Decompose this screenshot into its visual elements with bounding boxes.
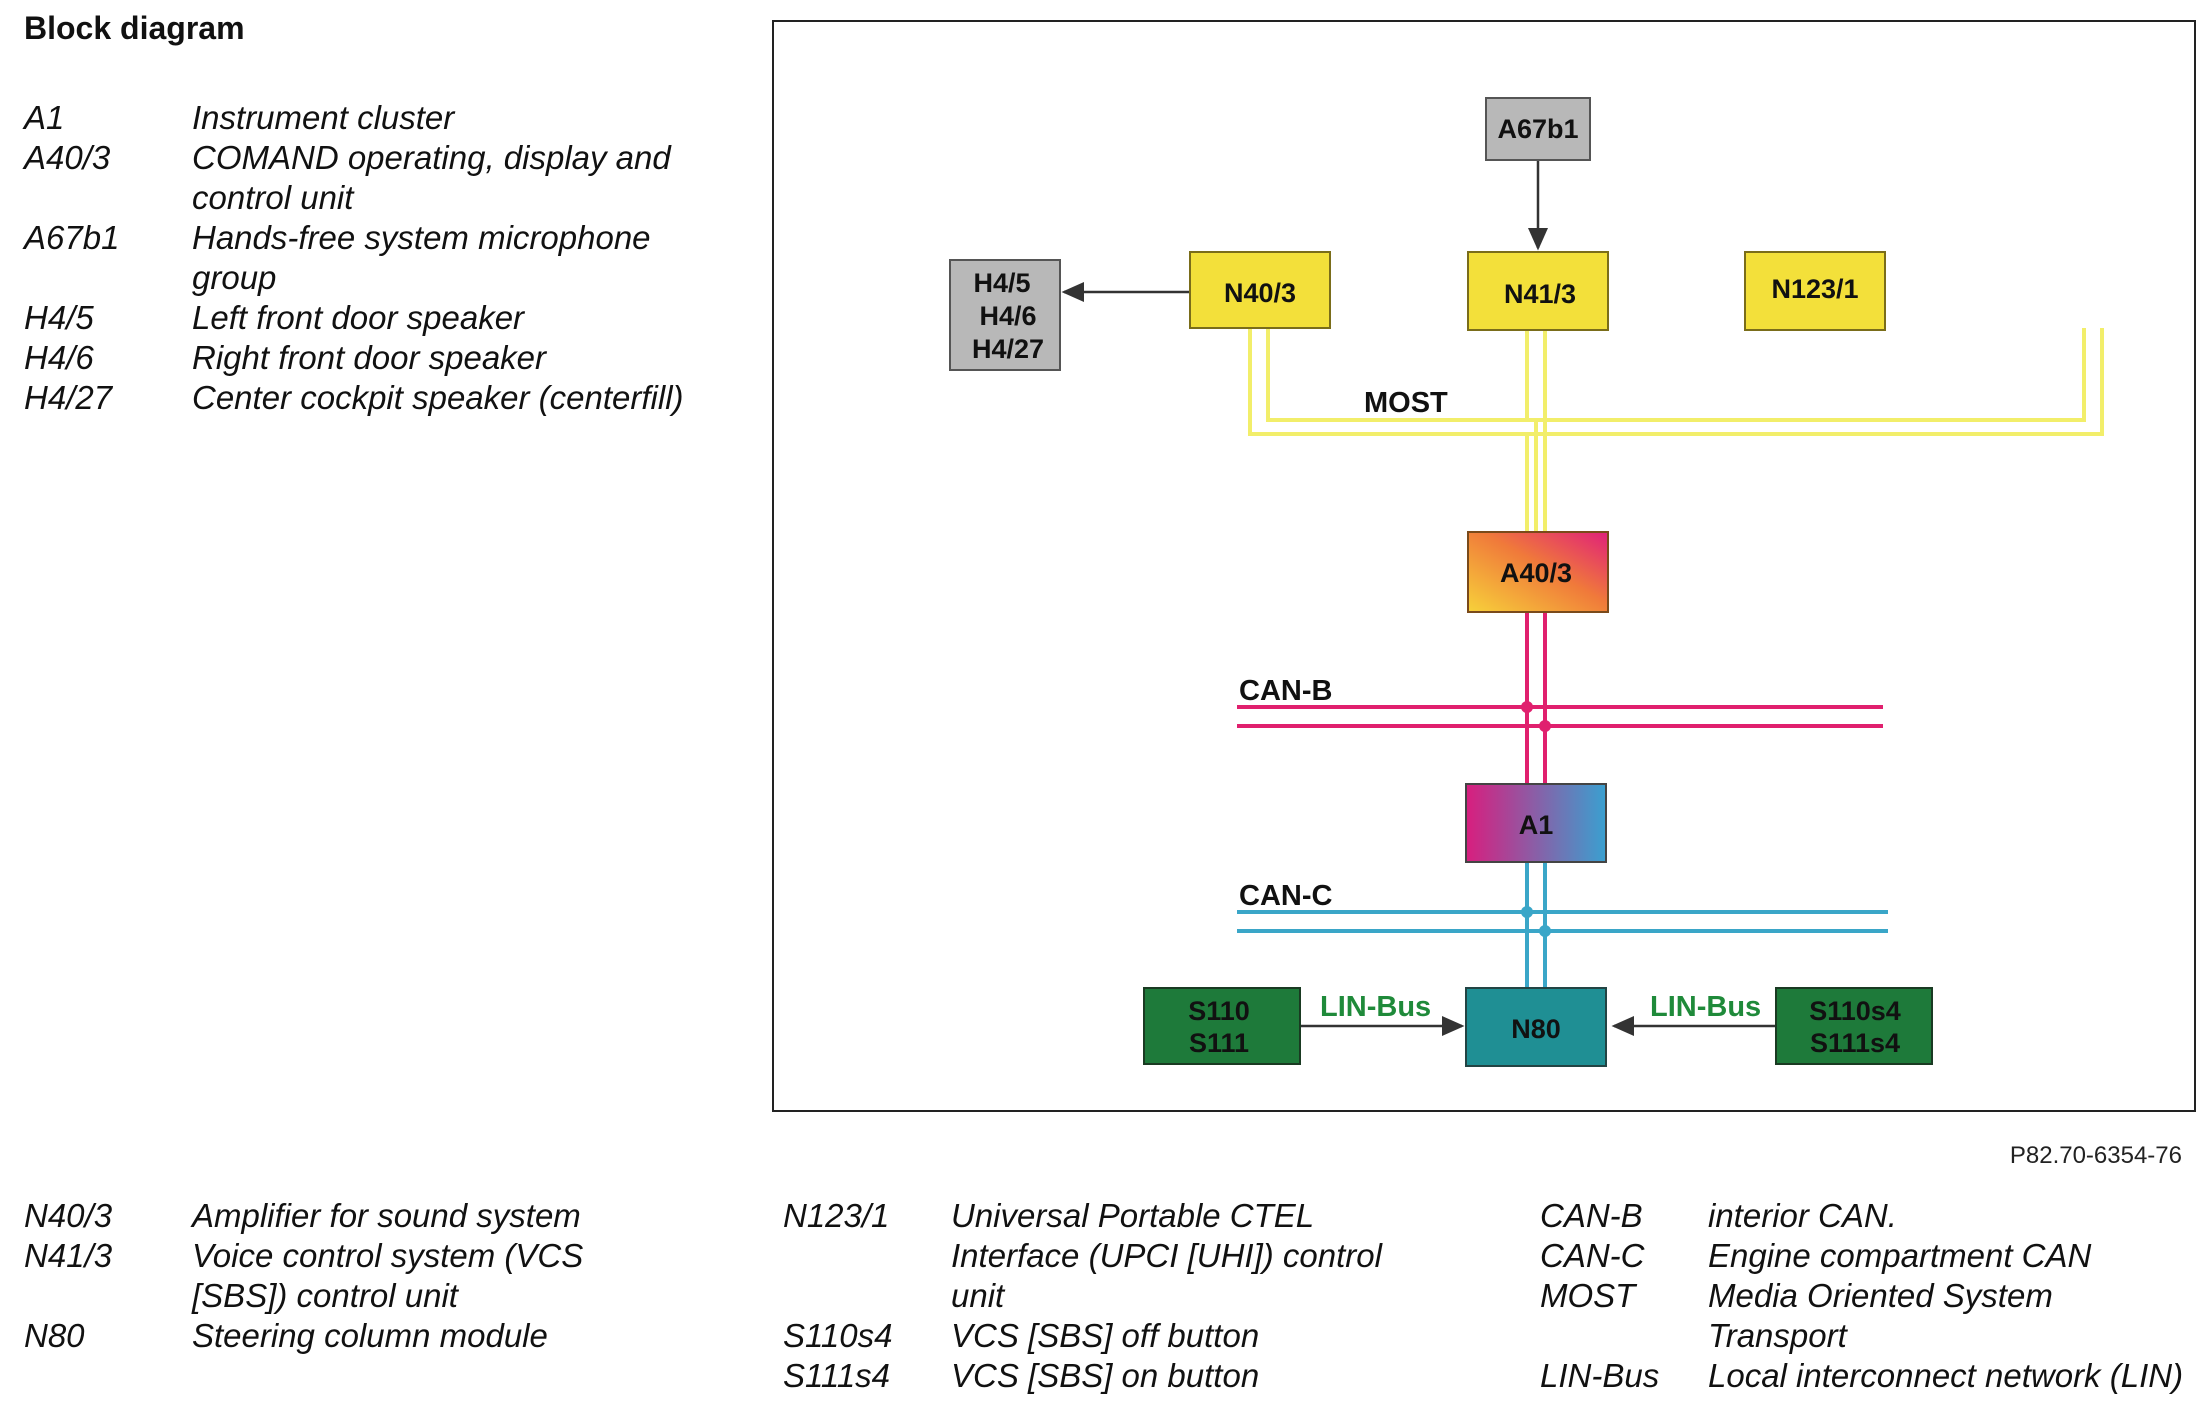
legend-description: COMAND operating, display and control un… bbox=[192, 139, 671, 216]
legend-description: Universal Portable CTEL Interface (UPCI … bbox=[951, 1197, 1382, 1314]
legend-description: Center cockpit speaker (centerfill) bbox=[192, 379, 684, 416]
legend-description: Instrument cluster bbox=[192, 99, 455, 136]
block-a40-3-label: A40/3 bbox=[1500, 558, 1572, 588]
legend-code: H4/27 bbox=[24, 379, 113, 416]
legend-entry: CAN-C Engine compartment CAN bbox=[1540, 1236, 2200, 1276]
legend-description: VCS [SBS] off button bbox=[951, 1317, 1260, 1354]
block-n80: N80 bbox=[1465, 987, 1607, 1067]
block-n123-1: N123/1 bbox=[1744, 251, 1886, 331]
legend-code: N80 bbox=[24, 1317, 85, 1354]
can-c-junction bbox=[1539, 925, 1551, 937]
legend-entry: A1 Instrument cluster bbox=[24, 98, 724, 138]
legend-description: Engine compartment CAN bbox=[1708, 1237, 2092, 1274]
legend-entry: N80 Steering column module bbox=[24, 1316, 624, 1356]
block-n40-3-label: N40/3 bbox=[1224, 278, 1296, 308]
block-s111s4-label: S111s4 bbox=[1810, 1028, 1900, 1058]
block-n80-label: N80 bbox=[1511, 1014, 1561, 1044]
block-a67b1-label: A67b1 bbox=[1497, 114, 1578, 144]
legend-code: N123/1 bbox=[783, 1197, 890, 1234]
legend-entry: H4/27 Center cockpit speaker (centerfill) bbox=[24, 378, 724, 418]
legend-entry: H4/5 Left front door speaker bbox=[24, 298, 724, 338]
legend-description: Amplifier for sound system bbox=[192, 1197, 581, 1234]
can-c-drop bbox=[1525, 862, 1547, 988]
legend-entry: CAN-B interior CAN. bbox=[1540, 1196, 2200, 1236]
legend-bottom-3: CAN-B interior CAN. CAN-C Engine compartmen… bbox=[1540, 1196, 2200, 1396]
block-speakers: H4/5 H4/6 H4/27 bbox=[949, 259, 1061, 371]
figure-id: P82.70-6354-76 bbox=[2009, 1142, 2182, 1169]
can-c-bus bbox=[1237, 910, 1888, 933]
legend-code: N40/3 bbox=[24, 1197, 113, 1234]
block-a67b1: A67b1 bbox=[1485, 97, 1591, 161]
legend-description: VCS [SBS] on button bbox=[951, 1357, 1260, 1394]
legend-entry: A40/3 COMAND operating, display and contr… bbox=[24, 138, 724, 218]
bus-label-can-b: CAN-B bbox=[1239, 675, 1332, 707]
diagram-frame bbox=[772, 20, 2196, 1112]
legend-code: H4/6 bbox=[24, 339, 94, 376]
legend-code: S111s4 bbox=[783, 1357, 891, 1394]
legend-entry: N123/1 Universal Portable CTEL Interface … bbox=[783, 1196, 1423, 1316]
legend-code: A67b1 bbox=[24, 219, 120, 256]
legend-description: Media Oriented System Transport bbox=[1708, 1277, 2053, 1354]
can-b-bus bbox=[1237, 705, 1883, 728]
legend-code: MOST bbox=[1540, 1277, 1636, 1314]
block-s110-s111: S110 S111 bbox=[1143, 987, 1301, 1065]
legend-entry: S111s4 VCS [SBS] on button bbox=[783, 1356, 1423, 1396]
legend-code: H4/5 bbox=[24, 299, 94, 336]
can-c-junction bbox=[1521, 906, 1533, 918]
legend-code: S110s4 bbox=[783, 1317, 893, 1354]
legend-description: Steering column module bbox=[192, 1317, 548, 1354]
legend-description: Right front door speaker bbox=[192, 339, 547, 376]
legend-description: Local interconnect network (LIN) bbox=[1708, 1357, 2184, 1394]
legend-description: interior CAN. bbox=[1708, 1197, 1897, 1234]
can-b-drop bbox=[1525, 612, 1547, 784]
legend-code: A40/3 bbox=[24, 139, 111, 176]
block-speakers-label-3: H4/27 bbox=[972, 334, 1044, 364]
page-title: Block diagram bbox=[24, 10, 245, 46]
bus-label-lin-right: LIN-Bus bbox=[1650, 991, 1761, 1023]
most-bus bbox=[1248, 328, 2104, 532]
bus-label-most: MOST bbox=[1364, 387, 1448, 419]
legend-code: A1 bbox=[24, 99, 65, 136]
legend-entry: N40/3 Amplifier for sound system bbox=[24, 1196, 624, 1236]
block-n41-3-label: N41/3 bbox=[1504, 279, 1576, 309]
legend-entry: H4/6 Right front door speaker bbox=[24, 338, 724, 378]
block-a40-3: A40/3 bbox=[1467, 531, 1609, 613]
can-b-junction bbox=[1521, 701, 1533, 713]
can-b-junction bbox=[1539, 720, 1551, 732]
bus-label-lin-left: LIN-Bus bbox=[1320, 991, 1431, 1023]
legend-description: Voice control system (VCS [SBS]) control… bbox=[192, 1237, 584, 1314]
block-s110-label: S110 bbox=[1188, 996, 1250, 1026]
block-n41-3: N41/3 bbox=[1467, 251, 1609, 331]
legend-entry: MOST Media Oriented System Transport bbox=[1540, 1276, 2200, 1356]
block-n123-1-label: N123/1 bbox=[1771, 274, 1858, 304]
block-n40-3: N40/3 bbox=[1189, 251, 1331, 329]
block-speakers-label-2: H4/6 bbox=[979, 301, 1036, 331]
block-s110s4-s111s4: S110s4 S111s4 bbox=[1775, 987, 1933, 1065]
bus-label-can-c: CAN-C bbox=[1239, 880, 1332, 912]
block-a1-label: A1 bbox=[1519, 810, 1554, 840]
block-s111-label: S111 bbox=[1189, 1028, 1249, 1058]
legend-entry: N41/3 Voice control system (VCS [SBS]) co… bbox=[24, 1236, 624, 1316]
legend-code: CAN-B bbox=[1540, 1197, 1643, 1234]
legend-description: Left front door speaker bbox=[192, 299, 525, 336]
legend-entry: A67b1 Hands-free system microphone group bbox=[24, 218, 724, 298]
block-speakers-label-1: H4/5 bbox=[973, 268, 1030, 298]
legend-entry: S110s4 VCS [SBS] off button bbox=[783, 1316, 1423, 1356]
legend-bottom-2: N123/1 Universal Portable CTEL Interface … bbox=[783, 1196, 1423, 1396]
legend-code: CAN-C bbox=[1540, 1237, 1645, 1274]
legend-description: Hands-free system microphone group bbox=[192, 219, 651, 296]
block-s110s4-label: S110s4 bbox=[1809, 996, 1901, 1026]
legend-code: N41/3 bbox=[24, 1237, 113, 1274]
legend-code: LIN-Bus bbox=[1540, 1357, 1660, 1394]
legend-entry: LIN-Bus Local interconnect network (LIN) bbox=[1540, 1356, 2200, 1396]
block-a1: A1 bbox=[1465, 783, 1607, 863]
